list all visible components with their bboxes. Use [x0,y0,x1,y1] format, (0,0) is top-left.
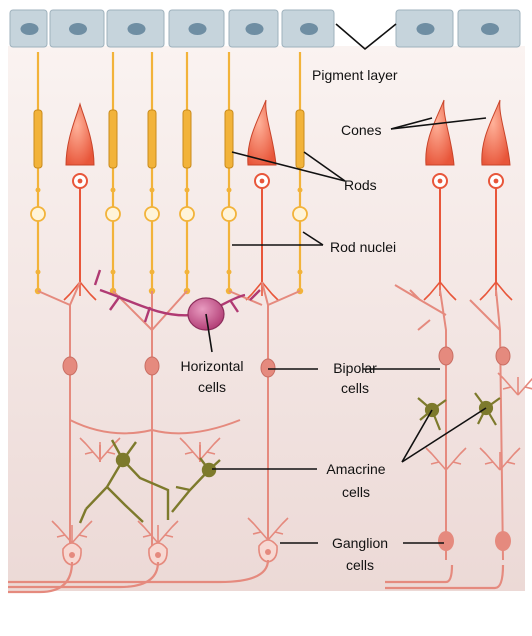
pigment-cell [10,10,47,47]
pigment-cell [50,10,104,47]
pigment-cell [396,10,453,47]
pigment-cell [107,10,164,47]
horizontal-cells-label-line1: Horizontal [180,358,243,374]
amacrine-cells-label-line2: cells [342,484,370,500]
rod-outer-segment [34,110,42,168]
pigment-nucleus [417,23,435,35]
pigment-nucleus [246,23,264,35]
pigment-layer-label: Pigment layer [312,67,398,83]
bipolar-cell [63,357,77,375]
rod-nucleus [31,207,45,221]
rod-outer-segment [296,110,304,168]
rod-nucleus [293,207,307,221]
rod-nuclei-label: Rod nuclei [330,239,396,255]
cones-label: Cones [341,122,381,138]
rod-outer-segment [148,110,156,168]
pigment-nucleus [128,23,146,35]
horizontal-cells-label-line2: cells [198,379,226,395]
pigment-cell [169,10,224,47]
rod-nucleus [145,207,159,221]
bipolar-cells-label-line2: cells [341,380,369,396]
ganglion-cells-label-line2: cells [346,557,374,573]
bipolar-cell [145,357,159,375]
pigment-nucleus [21,23,39,35]
ganglion-cell [438,531,454,551]
rod-outer-segment [183,110,191,168]
amacrine-cells-label-line1: Amacrine [326,461,385,477]
pigment-nucleus [300,23,318,35]
pigment-nucleus [481,23,499,35]
bipolar-cell [261,359,275,377]
rods-label: Rods [344,177,377,193]
rod-outer-segment [225,110,233,168]
pigment-layer [10,10,520,47]
pigment-nucleus [69,23,87,35]
ganglion-cell [495,531,511,551]
rod-outer-segment [109,110,117,168]
pigment-cell [229,10,278,47]
pigment-nucleus [189,23,207,35]
pigment-cell [458,10,520,47]
bipolar-cell [439,347,453,365]
bipolar-cells-label-line1: Bipolar [333,360,377,376]
rod-nucleus [222,207,236,221]
pigment-cell [282,10,334,47]
rod-nucleus [180,207,194,221]
ganglion-cells-label-line1: Ganglion [332,535,388,551]
bipolar-cell [496,347,510,365]
rod-nucleus [106,207,120,221]
